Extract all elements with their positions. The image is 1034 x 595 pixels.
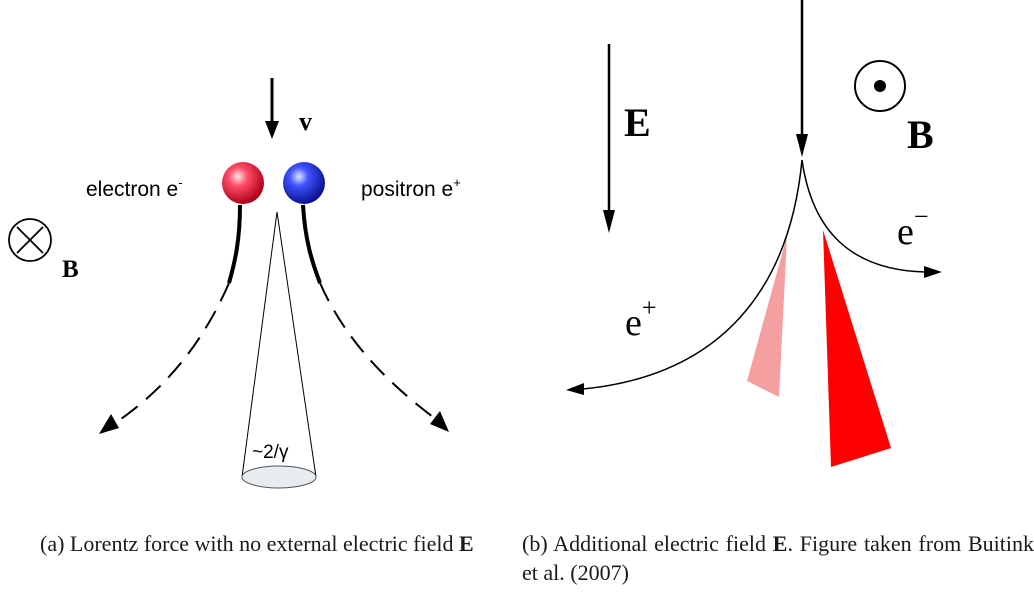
velocity-arrow — [265, 78, 279, 139]
positron-label-b: e+ — [625, 293, 657, 344]
incoming-particle-arrow — [796, 0, 808, 157]
e-field-label: E — [624, 100, 651, 145]
cone-angle-label: ~2/γ — [252, 442, 289, 463]
panel-a: v electron e- positron e+ ~2/γ — [8, 78, 461, 489]
electron-trajectory — [99, 204, 242, 434]
weak-emission-wedge — [747, 236, 787, 397]
b-field-label-a: B — [62, 256, 79, 283]
electron-curve — [801, 159, 942, 278]
positron-label: positron e+ — [361, 175, 461, 201]
electron-label: electron e- — [86, 175, 183, 201]
b-field-label-b: B — [907, 112, 934, 157]
positron-trajectory — [301, 204, 449, 432]
velocity-label: v — [299, 107, 312, 136]
positron-sphere — [283, 162, 325, 204]
b-field-into-page-icon — [8, 218, 52, 262]
strong-emission-wedge — [823, 230, 891, 467]
emission-cone — [241, 211, 317, 489]
electron-sphere — [222, 162, 264, 204]
b-field-out-of-page-icon — [854, 60, 906, 112]
electron-label-b: e− — [897, 202, 929, 253]
positron-curve — [566, 159, 803, 395]
panel-b: E B e− e+ — [566, 0, 942, 467]
caption-b: (b) Additional electric field E. Figure … — [522, 531, 1034, 585]
caption-a: (a) Lorentz force with no external elect… — [40, 531, 474, 556]
e-field-arrow — [603, 44, 615, 233]
